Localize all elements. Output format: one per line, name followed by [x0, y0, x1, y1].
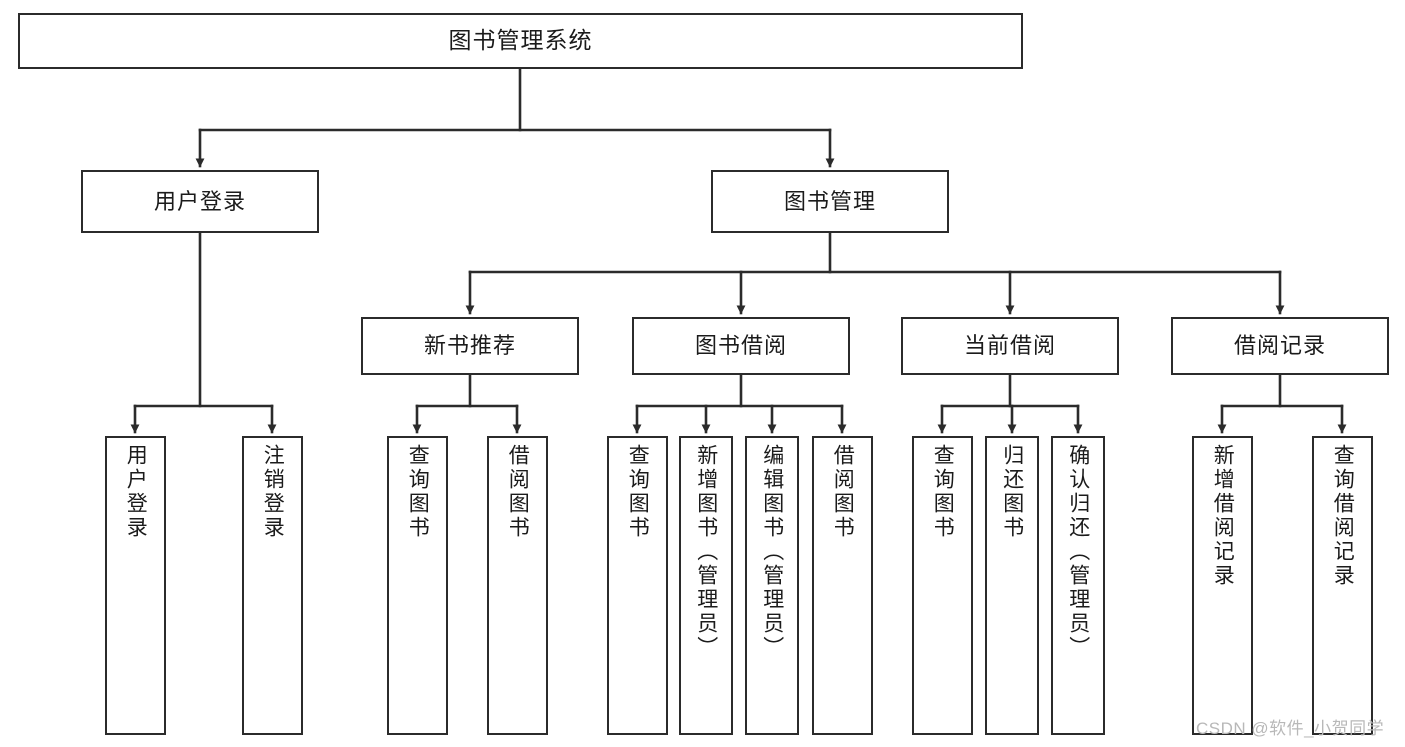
- leaf-add-book-admin-label: 新增图书（管理员）: [694, 444, 718, 660]
- node-borrow-record-label: 借阅记录: [1233, 333, 1326, 359]
- node-current-borrow[interactable]: 当前借阅: [901, 317, 1119, 375]
- node-borrow-record[interactable]: 借阅记录: [1171, 317, 1389, 375]
- leaf-borrow-book-label: 借阅图书: [831, 444, 855, 540]
- leaf-logout-login-label: 注销登录: [261, 444, 285, 540]
- node-new-book-recommend-label: 新书推荐: [423, 333, 516, 359]
- node-book-borrow[interactable]: 图书借阅: [632, 317, 850, 375]
- node-user-login-label: 用户登录: [153, 188, 246, 214]
- node-current-borrow-label: 当前借阅: [963, 333, 1056, 359]
- leaf-logout-login[interactable]: 注销登录: [242, 436, 303, 735]
- node-root[interactable]: 图书管理系统: [18, 13, 1023, 69]
- leaf-add-borrow-record[interactable]: 新增借阅记录: [1192, 436, 1253, 735]
- leaf-return-book-label: 归还图书: [1000, 444, 1024, 540]
- node-book-manage-label: 图书管理: [783, 188, 876, 214]
- leaf-query-borrow-record[interactable]: 查询借阅记录: [1312, 436, 1373, 735]
- leaf-user-login-label: 用户登录: [124, 444, 148, 540]
- leaf-query-book-current[interactable]: 查询图书: [912, 436, 973, 735]
- leaf-borrow-book-recommend-label: 借阅图书: [506, 444, 530, 540]
- node-book-manage[interactable]: 图书管理: [711, 170, 949, 233]
- leaf-query-book-current-label: 查询图书: [931, 444, 955, 540]
- leaf-confirm-return-admin[interactable]: 确认归还（管理员）: [1051, 436, 1105, 735]
- leaf-edit-book-admin-label: 编辑图书（管理员）: [760, 444, 784, 660]
- leaf-query-book-recommend[interactable]: 查询图书: [387, 436, 448, 735]
- csdn-watermark: CSDN @软件_小贺同学: [1196, 719, 1385, 738]
- leaf-edit-book-admin[interactable]: 编辑图书（管理员）: [745, 436, 799, 735]
- leaf-query-book-borrow[interactable]: 查询图书: [607, 436, 668, 735]
- leaf-query-book-borrow-label: 查询图书: [626, 444, 650, 540]
- leaf-confirm-return-admin-label: 确认归还（管理员）: [1066, 444, 1090, 660]
- leaf-return-book[interactable]: 归还图书: [985, 436, 1039, 735]
- node-new-book-recommend[interactable]: 新书推荐: [361, 317, 579, 375]
- leaf-user-login[interactable]: 用户登录: [105, 436, 166, 735]
- node-root-label: 图书管理系统: [448, 27, 593, 54]
- leaf-borrow-book[interactable]: 借阅图书: [812, 436, 873, 735]
- leaf-borrow-book-recommend[interactable]: 借阅图书: [487, 436, 548, 735]
- leaf-add-book-admin[interactable]: 新增图书（管理员）: [679, 436, 733, 735]
- leaf-add-borrow-record-label: 新增借阅记录: [1211, 444, 1235, 588]
- node-user-login[interactable]: 用户登录: [81, 170, 319, 233]
- leaf-query-book-recommend-label: 查询图书: [406, 444, 430, 540]
- leaf-query-borrow-record-label: 查询借阅记录: [1331, 444, 1355, 588]
- node-book-borrow-label: 图书借阅: [694, 333, 787, 359]
